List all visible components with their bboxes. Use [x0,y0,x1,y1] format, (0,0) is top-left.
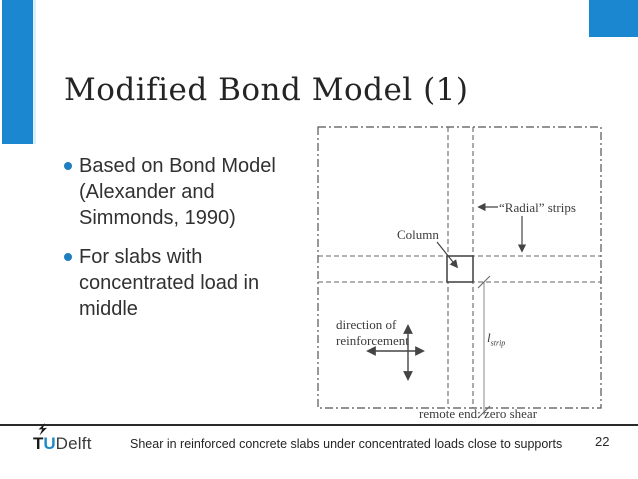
lstrip-bottom-tick [477,405,491,419]
left-accent-bar-edge [33,0,36,144]
left-accent-bar [2,0,33,144]
bullet-text: For slabs with concentrated load in midd… [79,246,260,320]
tudelft-logo: TUDelft [33,423,92,455]
radial-strips-label: “Radial” strips [499,200,576,215]
column-pointer-arrow [436,241,459,269]
lstrip-label: lstrip [487,330,505,352]
bullet-item: For slabs with concentrated load in midd… [62,244,277,322]
top-right-accent-box [589,0,638,37]
direction-of-reinforcement-label: direction of reinforcement [336,317,409,348]
flame-icon [38,423,47,436]
lstrip-symbol: l [487,330,491,345]
bullet-item: Based on Bond Model (Alexander and Simmo… [62,153,277,231]
lstrip-subscript: strip [490,338,506,348]
column-label: Column [397,227,439,242]
lstrip-top-tick [477,275,491,289]
bullet-dot-icon [64,253,72,261]
slab-outline [317,126,602,409]
footer-title-text: Shear in reinforced concrete slabs under… [130,437,563,451]
bullet-text: Based on Bond Model (Alexander and Simmo… [79,155,276,229]
footer-divider [0,424,638,426]
page-title: Modified Bond Model (1) [64,72,469,108]
remote-end-label: remote end: zero shear [419,406,538,421]
logo-letter-t: T [33,434,44,453]
logo-letter-u: U [43,434,56,453]
slab-plan-diagram [317,126,602,419]
bullet-dot-icon [64,162,72,170]
page-number: 22 [595,434,610,449]
logo-word-delft: Delft [55,434,92,453]
